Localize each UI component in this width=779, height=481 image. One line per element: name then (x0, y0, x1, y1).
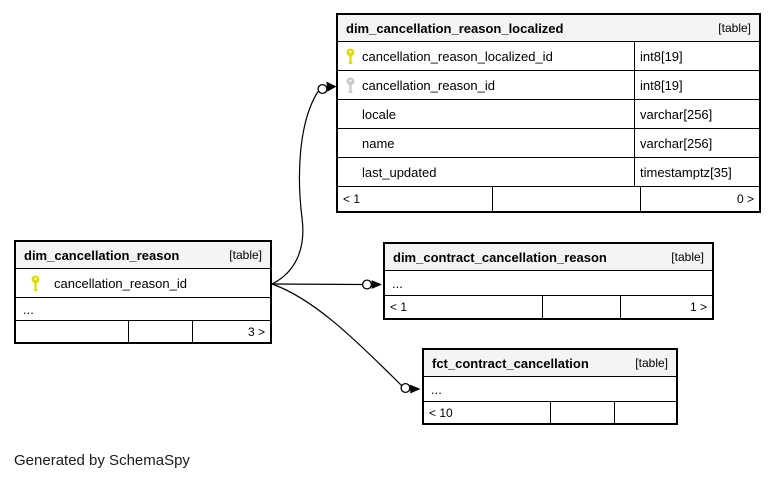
column-name: locale (362, 106, 396, 122)
column-name: cancellation_reason_localized_id (362, 48, 553, 64)
table-name: dim_contract_cancellation_reason (393, 249, 607, 265)
cardinality-circle-icon (400, 382, 411, 394)
column-type: timestamptz[35] (634, 158, 759, 186)
footer-middle-cell (492, 187, 640, 211)
table-header: dim_contract_cancellation_reason [table] (385, 244, 712, 271)
column-row: locale varchar[256] (338, 100, 759, 129)
arrowhead-icon (371, 280, 382, 289)
table-fct-contract-cancellation[interactable]: fct_contract_cancellation [table] ... < … (422, 348, 678, 425)
footer-parents-count: 3 > (192, 321, 270, 342)
key-slot-empty (338, 158, 362, 186)
primary-key-icon (338, 42, 362, 70)
table-badge: [table] (671, 250, 704, 264)
table-dim-contract-cancellation-reason[interactable]: dim_contract_cancellation_reason [table]… (383, 242, 714, 320)
arrowhead-icon (410, 384, 421, 394)
table-footer: < 1 1 > (385, 296, 712, 318)
column-row: cancellation_reason_localized_id int8[19… (338, 42, 759, 71)
foreign-key-icon (338, 71, 362, 99)
key-slot-empty (338, 100, 362, 128)
table-dim-cancellation-reason-localized[interactable]: dim_cancellation_reason_localized [table… (336, 13, 761, 213)
edge-curve (271, 91, 319, 285)
footer-children-count (16, 321, 128, 342)
ellipsis-text: ... (392, 275, 403, 291)
table-badge: [table] (635, 356, 668, 370)
footer-children-count: < 1 (390, 300, 408, 314)
table-name: dim_cancellation_reason_localized (346, 20, 564, 36)
cardinality-circle-icon (361, 279, 373, 290)
edge-curve (271, 283, 363, 286)
table-footer: < 10 (424, 402, 676, 423)
table-footer: < 1 0 > (338, 187, 759, 211)
footer-middle-cell (128, 321, 192, 342)
footer-middle-cell (550, 402, 614, 423)
arrowhead-icon (326, 81, 337, 92)
ellipsis-row: ... (16, 298, 270, 321)
footer-parents-count (614, 402, 676, 423)
table-footer: 3 > (16, 321, 270, 342)
edge-curve (271, 283, 402, 386)
ellipsis-text: ... (431, 381, 442, 397)
footer-children-count: < 1 (343, 192, 361, 206)
column-row: name varchar[256] (338, 129, 759, 158)
edge-to-dim-contract-cancellation-reason (271, 279, 382, 290)
column-type: varchar[256] (634, 100, 759, 128)
footer-parents-count: 0 > (640, 187, 759, 211)
column-name: cancellation_reason_id (54, 275, 187, 291)
footer-children-count: < 10 (429, 405, 453, 420)
ellipsis-row: ... (385, 271, 712, 296)
edge-to-dim-cancellation-reason-localized (271, 81, 337, 285)
primary-key-icon (16, 269, 54, 297)
table-header: fct_contract_cancellation [table] (424, 350, 676, 377)
table-dim-cancellation-reason[interactable]: dim_cancellation_reason [table] cancella… (14, 240, 272, 344)
table-name: fct_contract_cancellation (432, 355, 589, 371)
table-badge: [table] (718, 21, 751, 35)
table-name: dim_cancellation_reason (24, 247, 180, 263)
column-name: cancellation_reason_id (362, 77, 495, 93)
column-type: int8[19] (634, 42, 759, 70)
ellipsis-row: ... (424, 377, 676, 402)
table-header: dim_cancellation_reason_localized [table… (338, 15, 759, 42)
column-name: last_updated (362, 164, 437, 180)
ellipsis-text: ... (23, 301, 34, 317)
key-slot-empty (338, 129, 362, 157)
column-row: cancellation_reason_id (16, 269, 270, 298)
table-badge: [table] (229, 248, 262, 262)
generator-note: Generated by SchemaSpy (14, 452, 190, 469)
column-type: int8[19] (634, 71, 759, 99)
column-type: varchar[256] (634, 129, 759, 157)
footer-middle-cell (542, 296, 620, 318)
table-header: dim_cancellation_reason [table] (16, 242, 270, 269)
column-row: last_updated timestamptz[35] (338, 158, 759, 187)
column-name: name (362, 135, 395, 151)
column-row: cancellation_reason_id int8[19] (338, 71, 759, 100)
footer-parents-count: 1 > (620, 296, 712, 318)
cardinality-circle-icon (317, 83, 328, 95)
